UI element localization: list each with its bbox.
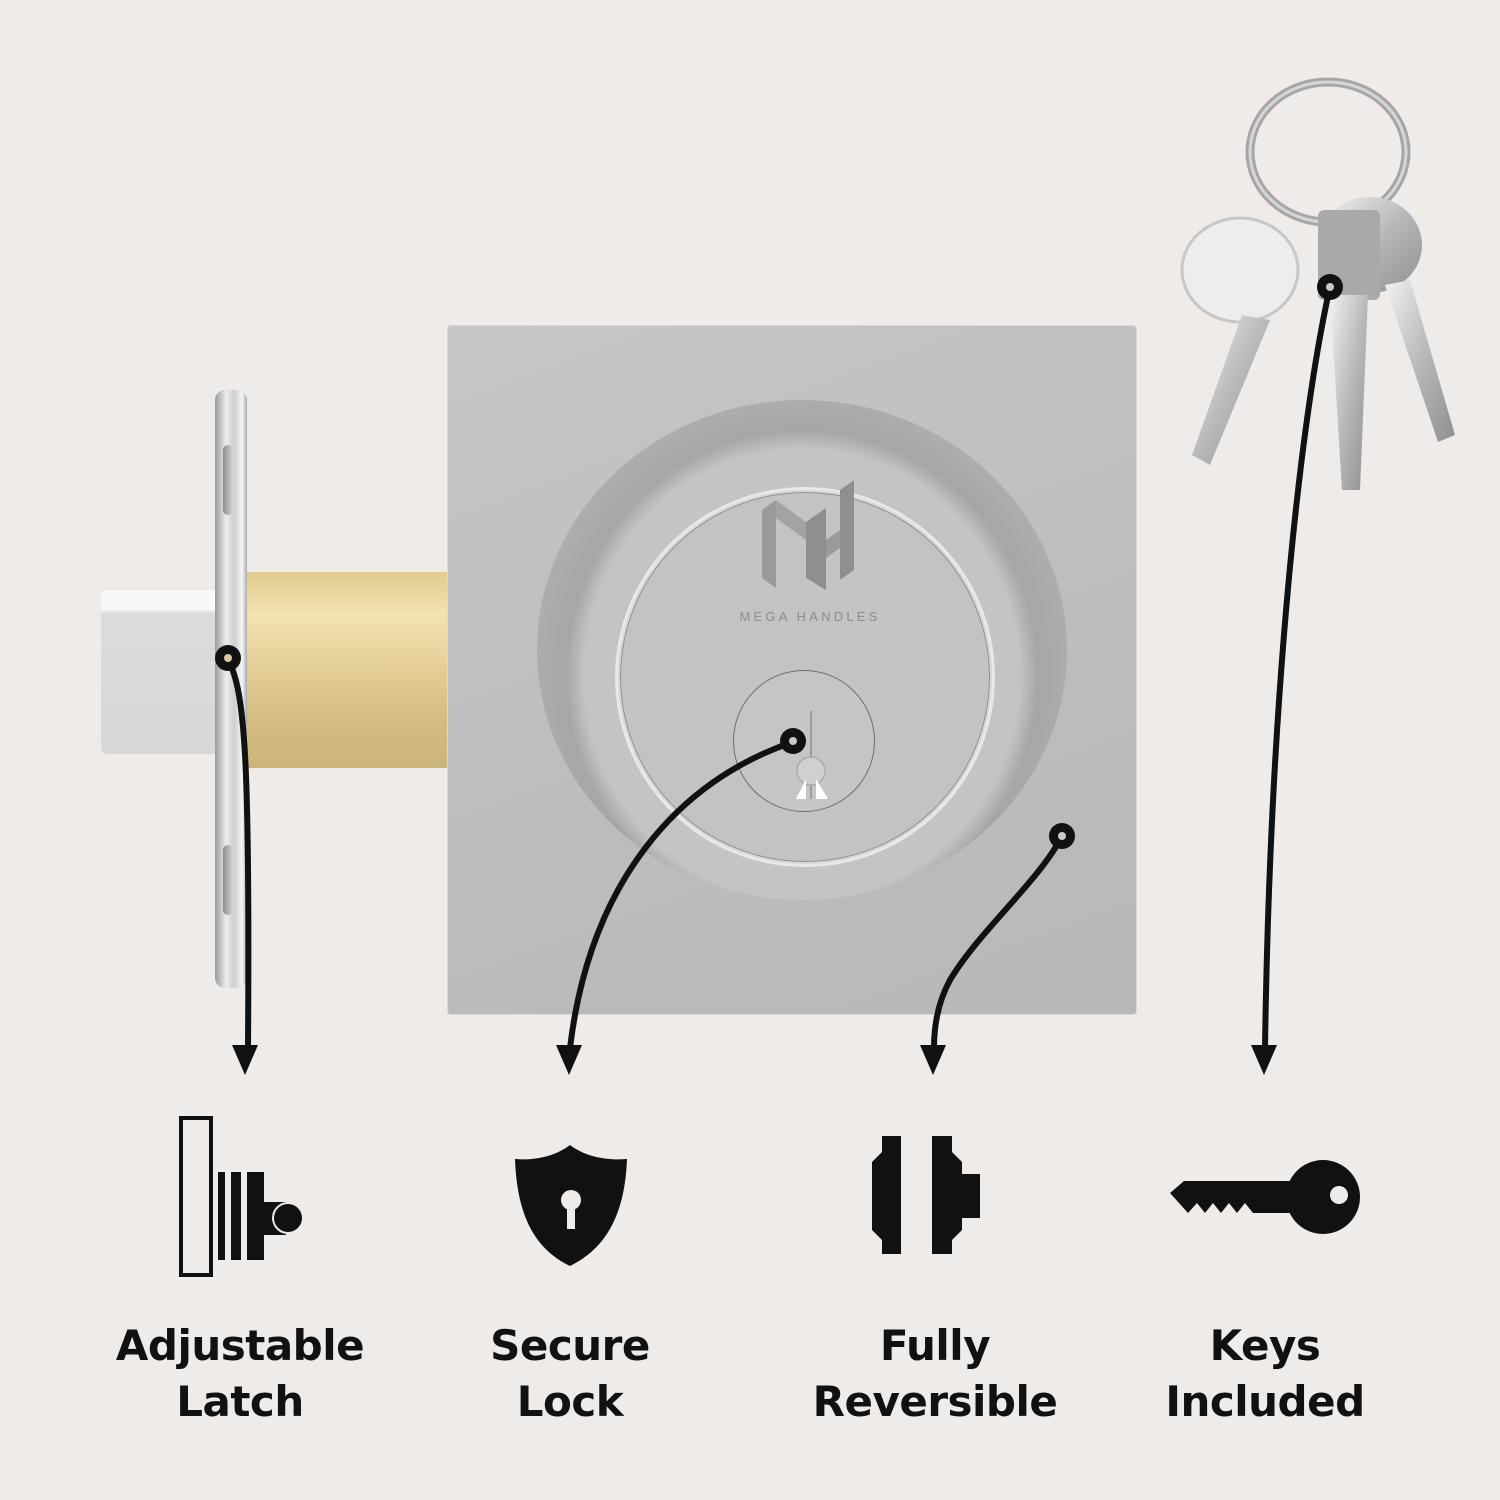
feature-label-fully-reversible: Fully Reversible [812,1321,1058,1426]
shield-keyhole-icon [515,1145,627,1266]
deadbolt-brass-body [222,572,448,768]
deadbolt-tip [101,590,219,754]
brand-name: MEGA HANDLES [739,609,881,624]
feature-label-secure-lock: Secure Lock [490,1321,650,1426]
key-icon [1170,1160,1360,1234]
latch-faceplate [215,390,247,988]
feature-label-keys-included: Keys Included [1165,1321,1365,1426]
arrow-down-icon [920,1045,946,1075]
keyhole [733,670,875,812]
latch-icon [179,1116,304,1277]
reversible-icon [872,1136,980,1254]
keyway-icon [796,711,828,799]
screw-slot-top [223,445,233,515]
feature-label-adjustable-latch: Adjustable Latch [115,1321,365,1426]
arrow-down-icon [232,1045,258,1075]
screw-slot-bottom [223,845,233,915]
brand-logo-icon [762,480,854,590]
arrow-down-icon [556,1045,582,1075]
arrow-down-icon [1251,1045,1277,1075]
key-ring-illustration [1180,77,1455,490]
